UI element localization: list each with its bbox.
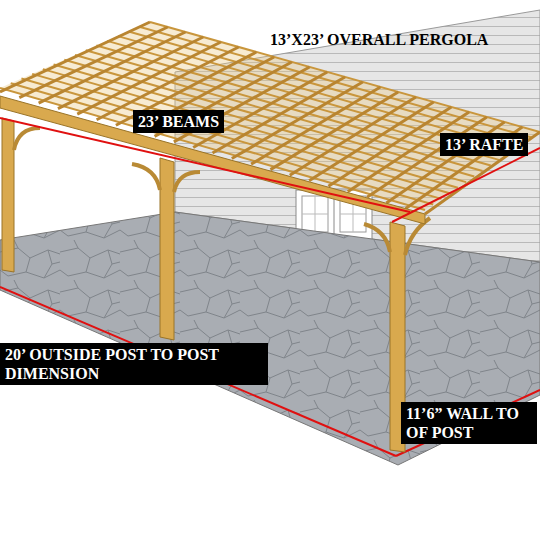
dimension-label: 23’ BEAMS [133, 110, 224, 133]
roof-member [290, 97, 416, 175]
roof-member [75, 55, 483, 171]
roof-member [64, 60, 474, 177]
roof-member [19, 27, 167, 98]
roof-member [367, 117, 487, 197]
title: 13’X23’ OVERALL PERGOLA [270, 30, 488, 50]
roof-member [58, 37, 203, 109]
dimension-line [392, 148, 540, 222]
roof-member [328, 107, 451, 186]
dimension-line [396, 390, 540, 456]
roof-member [425, 132, 540, 214]
roof-member [270, 92, 398, 170]
roof-member [0, 22, 150, 92]
roof-member [309, 102, 434, 181]
front-beam [0, 96, 425, 224]
dimension-label: 20’ OUTSIDE POST TO POST DIMENSION [0, 343, 268, 385]
roof-member [97, 47, 239, 120]
dimension-line [0, 287, 396, 456]
dimension-label: 13’ RAFTE [440, 133, 528, 156]
roof-member [54, 64, 467, 182]
roof-member [213, 77, 346, 153]
roof-member [251, 87, 380, 164]
dimension-label: 11’6” WALL TO OF POST [401, 402, 537, 444]
roof-member [77, 42, 221, 114]
stone-patio [0, 212, 540, 465]
roof-member [232, 82, 363, 159]
roof-member [39, 32, 186, 103]
